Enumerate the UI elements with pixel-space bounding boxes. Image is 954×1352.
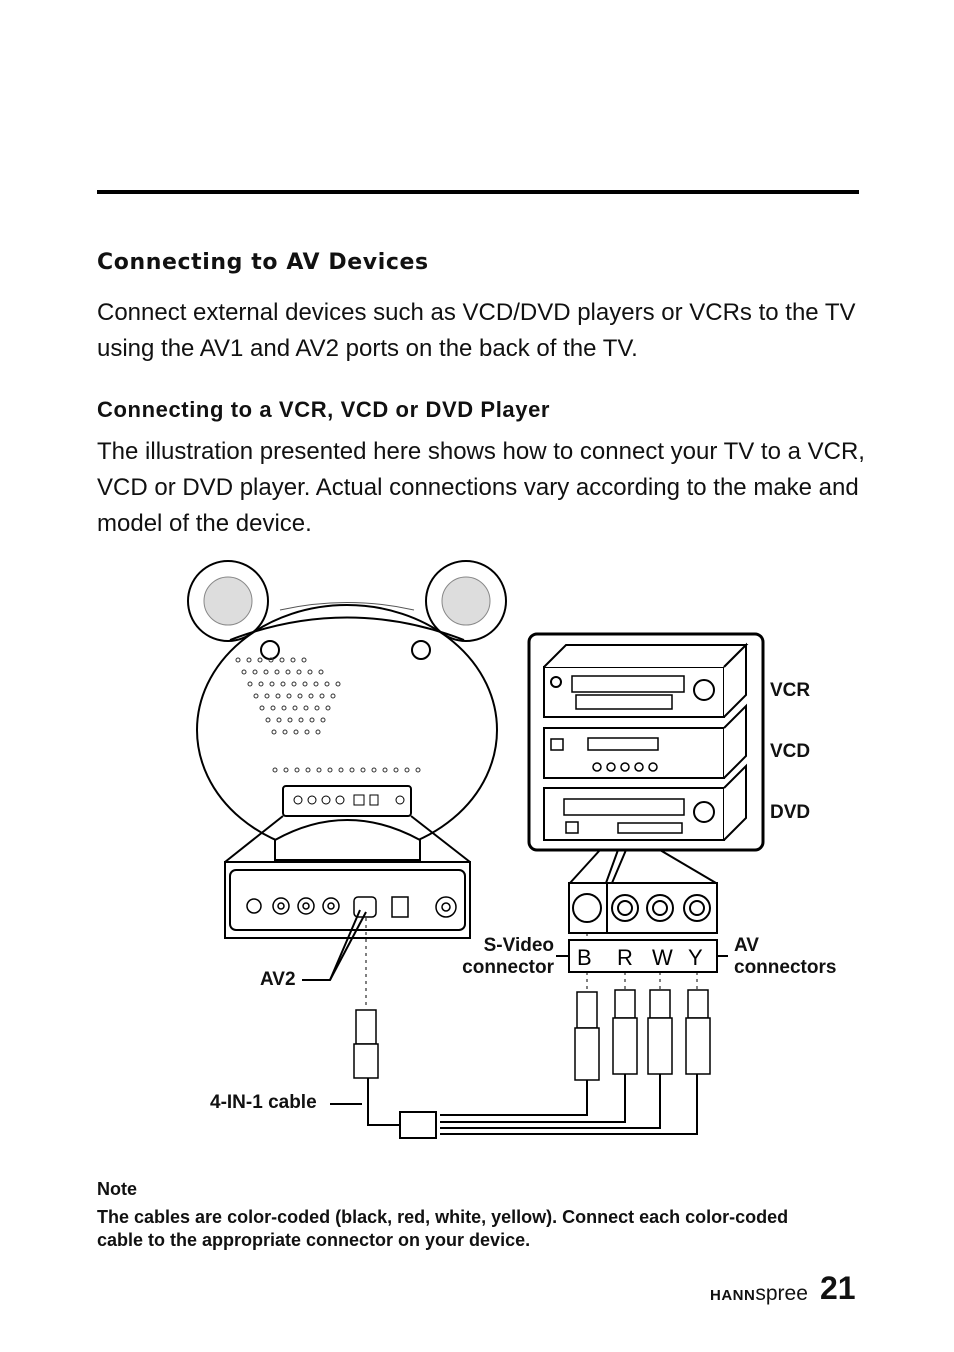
intro-paragraph: Connect external devices such as VCD/DVD… xyxy=(97,299,856,362)
note-title: Note xyxy=(97,1179,137,1199)
device-stack-illustration xyxy=(302,632,765,1139)
label-svideo-connector: S-Video connector xyxy=(462,935,554,978)
section-heading: Connecting to AV Devices xyxy=(97,250,429,275)
label-av-connectors: AV connectors xyxy=(734,935,837,978)
header-rule xyxy=(97,190,859,194)
connector-letter-r: R xyxy=(617,945,633,970)
page-number: 21 xyxy=(820,1270,856,1306)
brand-logo: HANNspree xyxy=(710,1282,808,1305)
label-4in1-cable: 4-IN-1 cable xyxy=(210,1092,317,1113)
connector-letter-b: B xyxy=(577,945,592,970)
label-dvd: DVD xyxy=(770,802,811,823)
label-av2: AV2 xyxy=(260,969,296,990)
body-paragraph: The illustration presented here shows ho… xyxy=(97,438,865,537)
connector-letter-y: Y xyxy=(688,945,703,970)
label-vcr: VCR xyxy=(770,680,811,701)
subsection-heading: Connecting to a VCR, VCD or DVD Player xyxy=(97,397,551,422)
label-vcd: VCD xyxy=(770,741,811,762)
connector-letter-w: W xyxy=(652,945,673,970)
note-text: The cables are color-coded (black, red, … xyxy=(97,1207,789,1250)
tv-illustration xyxy=(187,560,677,939)
